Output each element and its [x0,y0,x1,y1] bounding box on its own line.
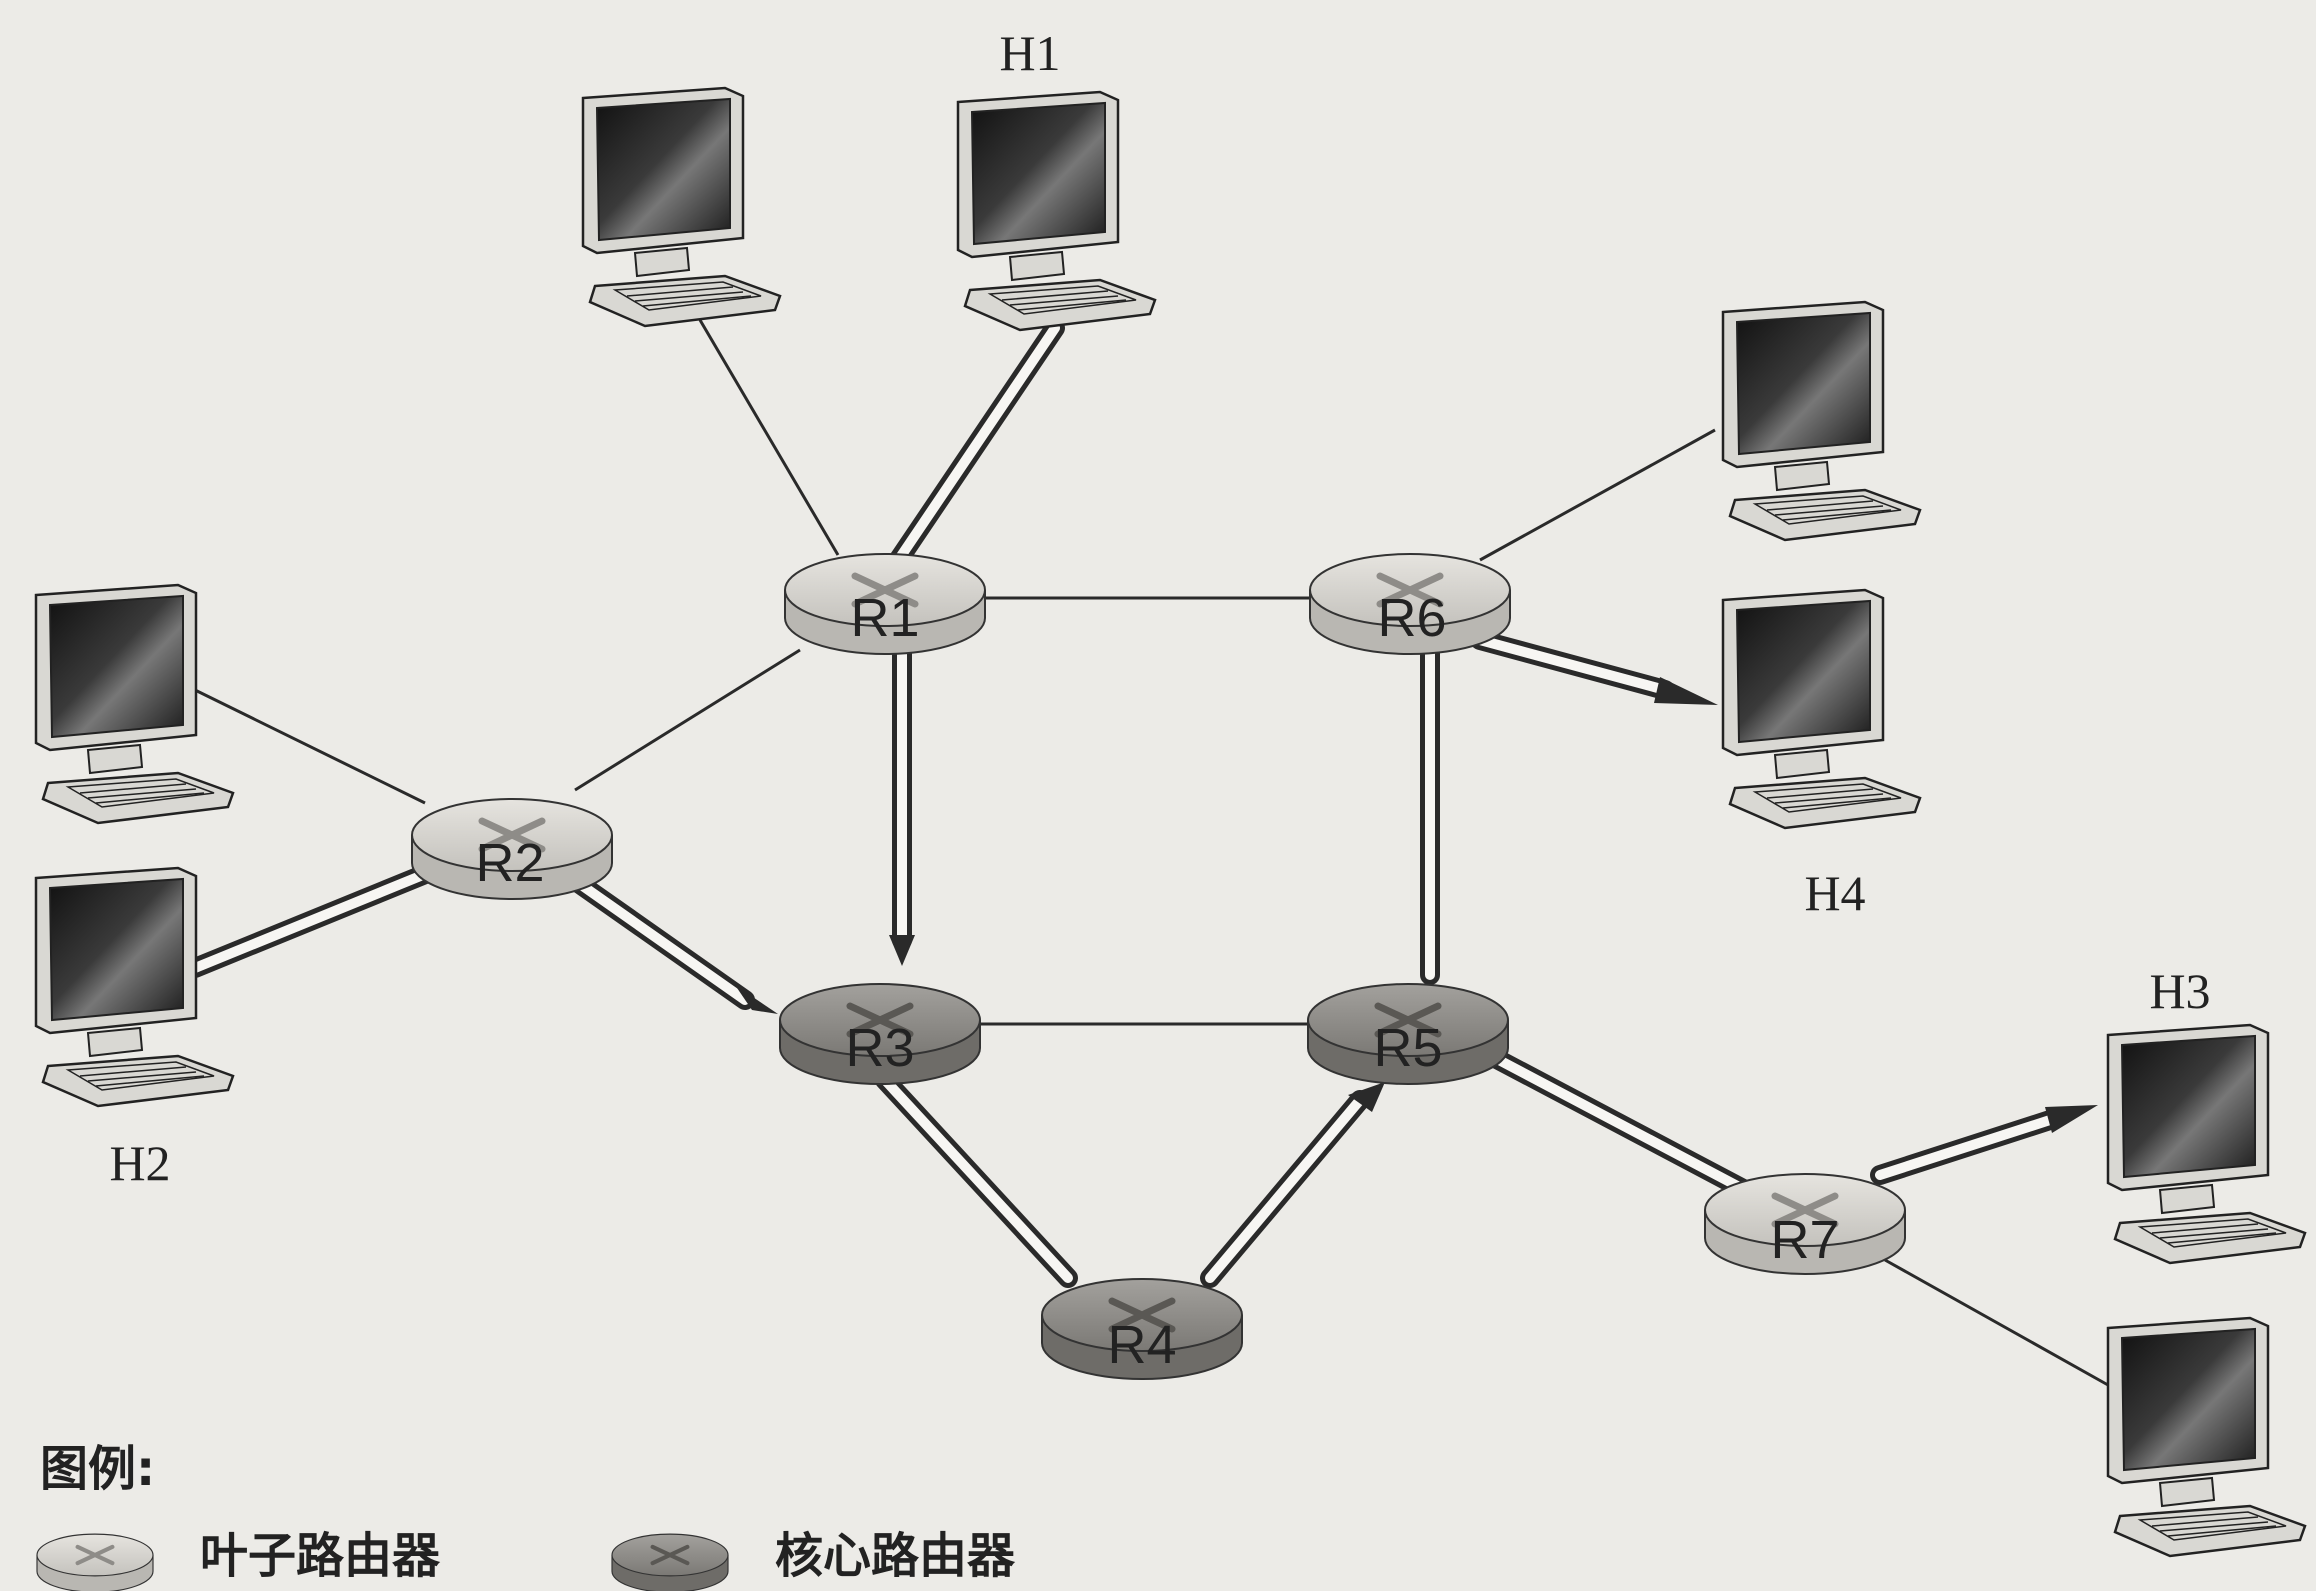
path-r5-r7 [1480,1050,1745,1190]
router-r2: R2 [412,799,612,899]
computer-icon [958,92,1155,330]
host-label-h3: H3 [2149,963,2210,1019]
legend-leaf [37,1534,153,1591]
path-r6-h4 [1480,640,1718,705]
link-r6-host [1480,430,1715,560]
link-r1-host [700,320,838,555]
computer-icon [1723,590,1920,828]
router-r4: R4 [1042,1279,1242,1379]
router-r3: R3 [780,984,980,1084]
router-label: R2 [475,833,544,893]
router-r7: R7 [1705,1174,1905,1274]
router-label: R6 [1377,588,1446,648]
legend: 图例: 叶子路由器 核心路由器 [37,1441,1016,1591]
router-label: R1 [850,588,919,648]
router-label: R3 [845,1018,914,1078]
legend-leaf-label: 叶子路由器 [200,1528,441,1584]
host-label-h1: H1 [999,25,1060,81]
computer-icon [1723,302,1920,540]
host-labels: H1 H2 H3 H4 [109,25,2210,1191]
computer-icon [36,585,233,823]
host-label-h4: H4 [1804,865,1865,921]
leaf-router-icon [37,1534,153,1591]
router-label: R7 [1770,1210,1839,1270]
path-r3-r4 [885,1080,1068,1278]
router-label: R4 [1107,1315,1176,1375]
path-r2-r3 [560,870,778,1014]
router-r5: R5 [1308,984,1508,1084]
computer-icon [583,88,780,326]
legend-title: 图例: [40,1441,155,1497]
computer-icon [2108,1318,2305,1556]
host-label-h2: H2 [109,1135,170,1191]
link-r1-r2 [575,650,800,790]
computer-icon [36,868,233,1106]
router-r6: R6 [1310,554,1510,654]
router-label: R5 [1373,1018,1442,1078]
link-r2-host [195,690,425,803]
path-r7-h3 [1880,1105,2098,1175]
path-h1-r1 [895,328,1055,565]
path-r4-r5 [1210,1082,1385,1278]
computer-icon [2108,1025,2305,1263]
legend-core-label: 核心路由器 [775,1528,1016,1584]
path-h2-r2 [195,868,440,968]
router-r1: R1 [785,554,985,654]
legend-core [612,1534,728,1591]
routers: R1 R2 R3 R4 R5 R6 R7 [412,554,1905,1379]
link-r7-host [1885,1260,2108,1385]
core-router-icon [612,1534,728,1591]
path-r1-r3 [889,640,915,966]
